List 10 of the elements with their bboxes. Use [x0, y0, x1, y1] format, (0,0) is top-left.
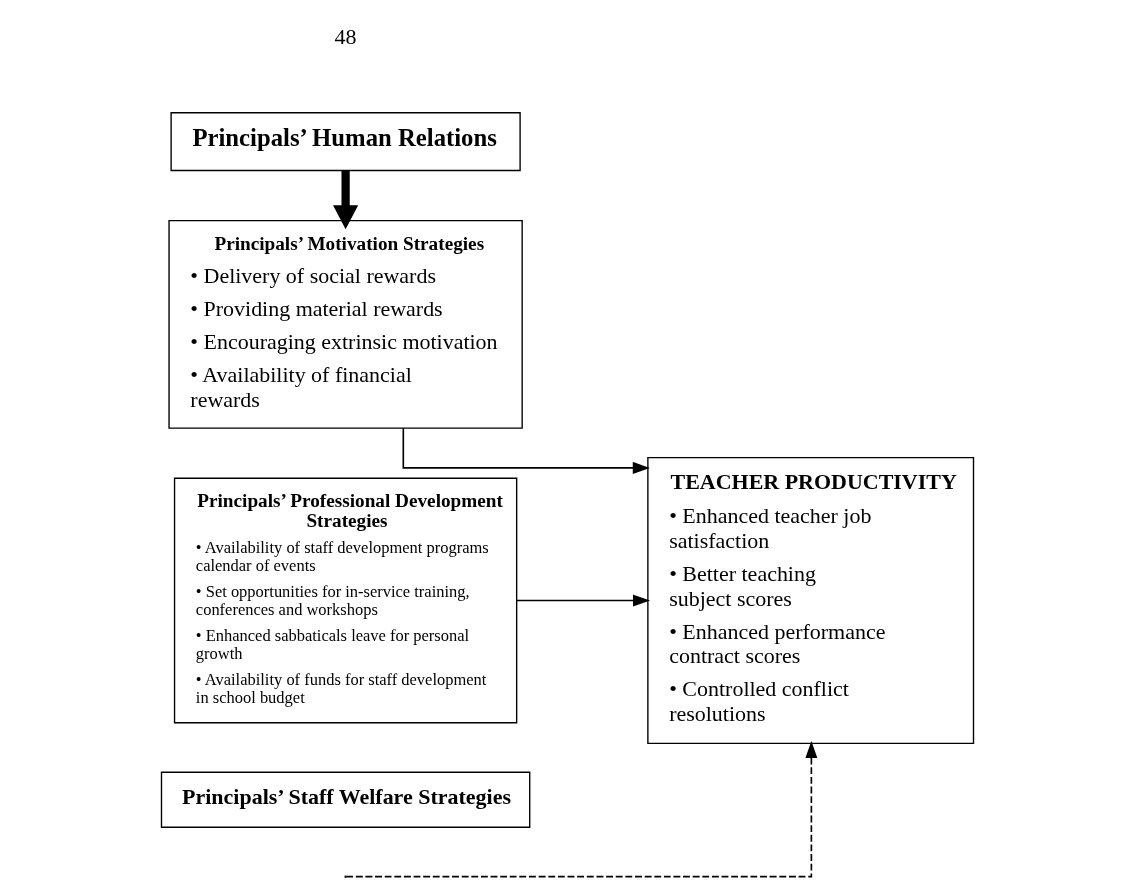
node-box: Principals’ Human Relations: [169, 112, 521, 172]
arrow: [515, 594, 650, 607]
arrow: [345, 740, 817, 878]
node-box: TEACHER PRODUCTIVITY • Enhanced teacher job satisfaction • Better teaching subject scores • Enhanced performance contract scores • Controlled conflict resolutions: [646, 456, 974, 745]
node-box: Principals’ Staff Welfare Strategies: [160, 771, 530, 828]
label: 48: [334, 23, 357, 49]
arrow: [332, 170, 358, 230]
node-box: Principals’ Motivation Strategies • Delivery of social rewards • Providing material rewards • Encouraging extrinsic motivation • Availability of financial rewards: [167, 219, 523, 429]
arrow: [402, 427, 650, 474]
node-box: Principals’ Professional Development Strategies • Availability of staff development programs calendar of events • Set opportunities for in-service training, conferences and workshops • Enhanced sabbaticals leave for personal growth • Availability of funds for staff development in school budget: [173, 477, 517, 724]
